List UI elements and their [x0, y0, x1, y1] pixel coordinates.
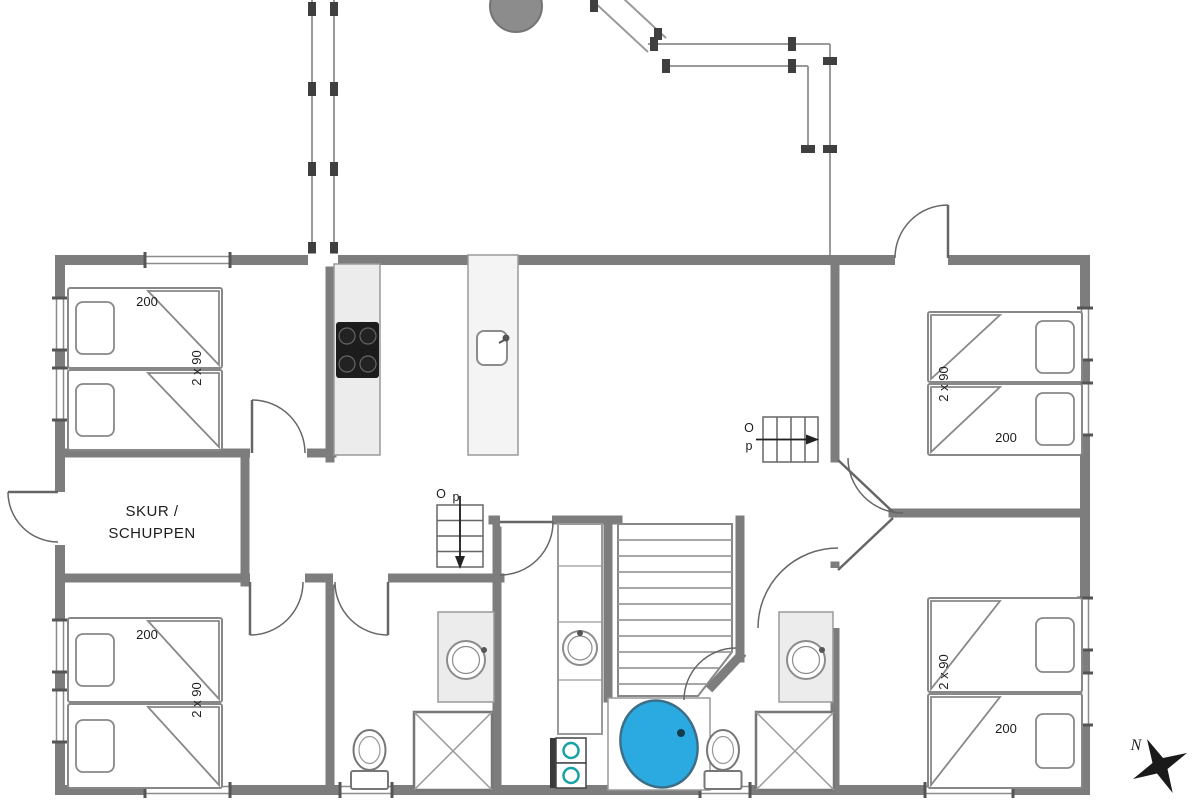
single-bed-icon — [927, 597, 1083, 789]
washbasin-icon — [562, 630, 598, 666]
bed-width-label: 2 x 90 — [189, 350, 204, 385]
room-utility — [550, 523, 603, 789]
washbasin-icon — [446, 640, 487, 680]
loft-ladder-icon: O p — [436, 487, 484, 569]
tree-icon — [489, 0, 543, 33]
boardwalk-left — [311, 0, 335, 258]
bed-length-label: 200 — [136, 627, 158, 642]
window-left-3 — [52, 618, 68, 674]
shed-label-line1: SKUR / — [125, 503, 178, 520]
loft-up-label-p: p — [453, 490, 460, 504]
bed-width-label: 2 x 90 — [936, 654, 951, 689]
stairs-icon — [617, 523, 733, 697]
door-shed-exterior — [7, 490, 59, 543]
boardwalk-right-posts — [590, 0, 837, 153]
kitchen-area — [333, 254, 519, 456]
wardrobe-strip — [557, 523, 603, 735]
doors — [7, 204, 950, 701]
boardwalk-left-posts — [308, 2, 338, 256]
door-utility — [499, 520, 554, 576]
door-bathroom-left — [334, 581, 390, 636]
door-entrance-top — [894, 204, 950, 259]
window-top-bedroom-tl — [143, 252, 232, 268]
window-left-1 — [52, 296, 68, 352]
toilet-icon — [350, 729, 389, 790]
room-bedroom-top-right: 2 x 90 200 — [927, 311, 1083, 456]
north-arrow-icon: N — [1130, 737, 1187, 793]
loft-up-label-o: O — [436, 487, 446, 501]
door-spa-bathroom — [683, 647, 737, 701]
window-left-2 — [52, 366, 68, 422]
shed-label-line2: SCHUPPEN — [108, 525, 195, 542]
bed-width-label: 2 x 90 — [189, 682, 204, 717]
whirlpool-tub-icon — [619, 699, 699, 789]
interior-walls — [55, 255, 1090, 795]
loft-up-label-o: O — [744, 421, 754, 435]
room-bathroom-middle — [607, 697, 743, 791]
single-bed-icon — [927, 311, 1083, 456]
window-left-4 — [52, 688, 68, 744]
tub-drain — [677, 729, 685, 737]
bed-length-label: 200 — [995, 721, 1017, 736]
room-bathroom-right — [754, 611, 836, 792]
room-shed: SKUR / SCHUPPEN — [108, 503, 195, 542]
bed-length-label: 200 — [995, 430, 1017, 445]
room-bedroom-bottom-right: 2 x 90 200 — [927, 597, 1083, 789]
room-bedroom-bottom-left: 200 2 x 90 — [67, 617, 223, 789]
cooktop-burners — [338, 327, 377, 373]
room-bedroom-top-left: 200 2 x 90 — [67, 287, 223, 451]
north-label: N — [1130, 737, 1143, 754]
loft-up-label-p: p — [746, 439, 753, 453]
bed-length-label: 200 — [136, 294, 158, 309]
shower-icon — [754, 710, 836, 792]
bed-width-label: 2 x 90 — [936, 366, 951, 401]
loft-ladder-icon: O p — [744, 416, 819, 463]
shower-icon — [412, 710, 494, 792]
single-bed-icon — [67, 617, 223, 789]
single-bed-icon — [67, 287, 223, 451]
toilet-icon — [703, 729, 743, 790]
door-bathroom-right — [757, 517, 894, 629]
washbasin-icon — [786, 640, 826, 680]
door-bedroom-top-right — [837, 457, 904, 514]
island-sink-icon — [476, 330, 510, 366]
washer-dryer-icon — [550, 737, 587, 789]
room-bathroom-left — [350, 611, 495, 792]
door-bedroom-top-left — [250, 399, 306, 454]
door-bedroom-bottom-left — [248, 581, 304, 636]
